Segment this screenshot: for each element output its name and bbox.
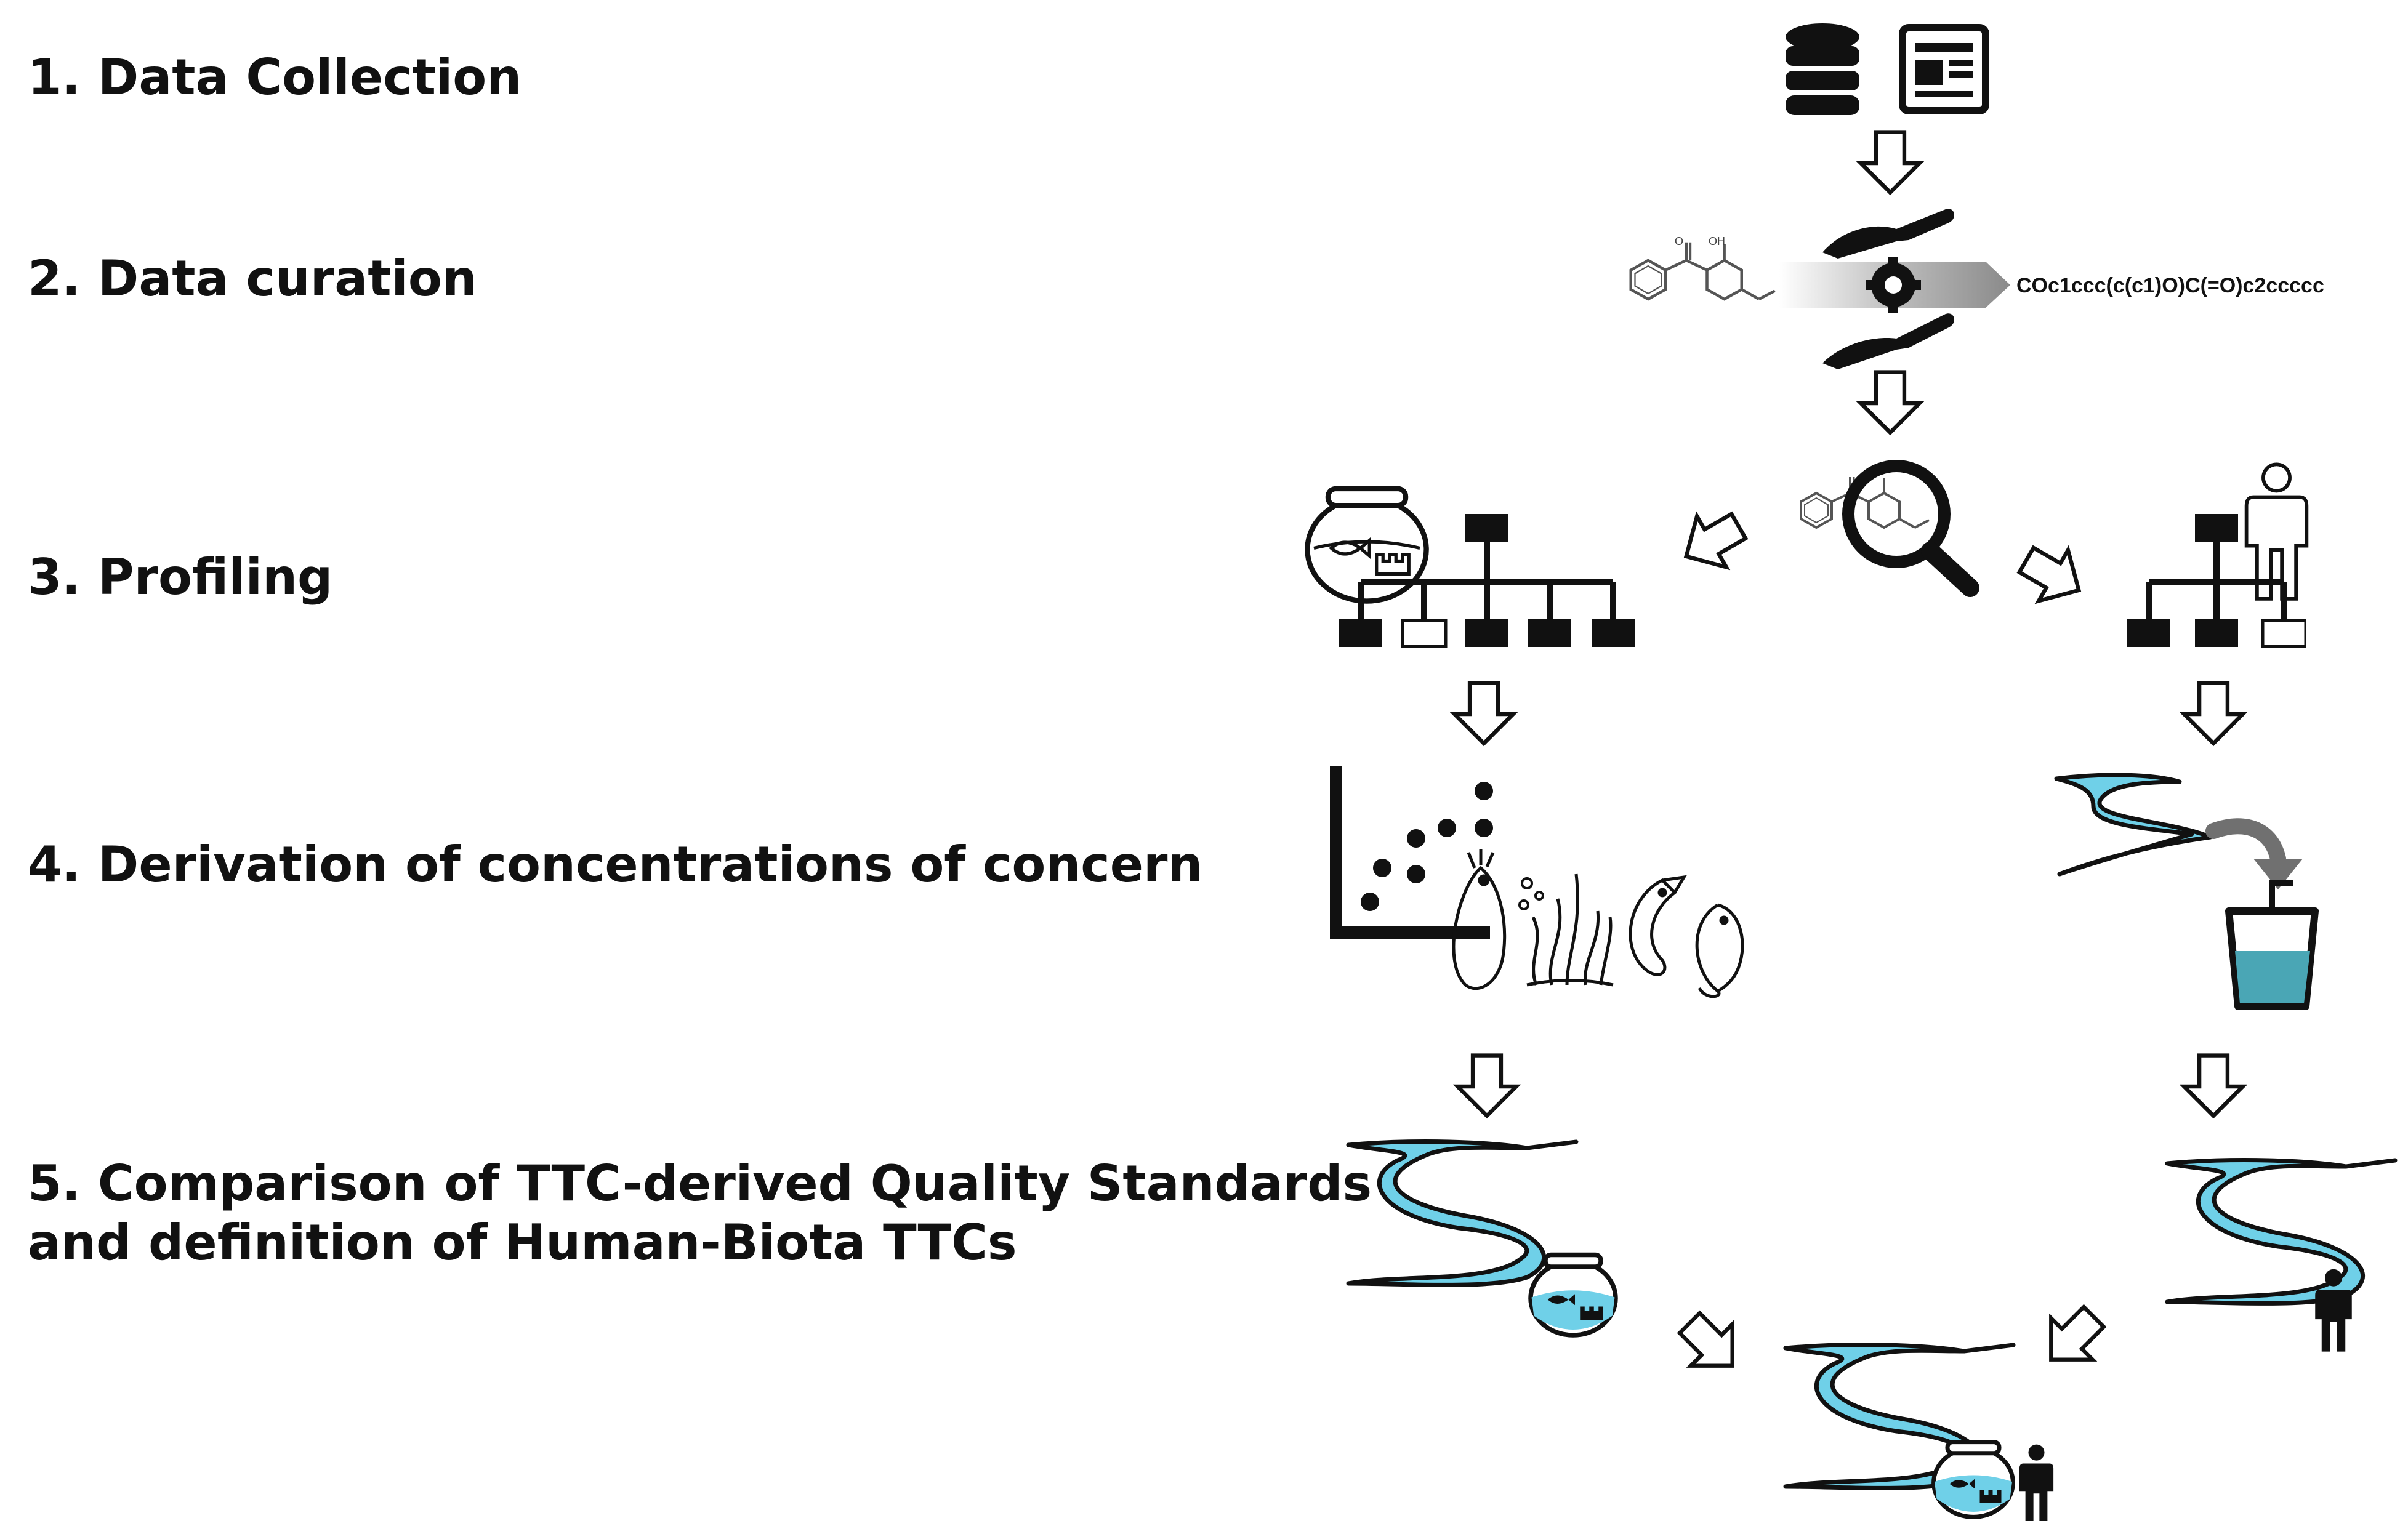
- smiles-string: COc1ccc(c(c1)O)C(=O)c2ccccc: [2016, 274, 2324, 297]
- fishbowl-combined-icon: [1934, 1442, 2013, 1517]
- step-2-label: 2. Data curation: [28, 250, 477, 307]
- hands-gear-icon: [1822, 209, 1955, 369]
- arrow-down-human-1: [2184, 683, 2242, 744]
- daphnia-icon: [1452, 849, 1507, 990]
- input-molecule-icon: OH O: [1631, 235, 1775, 299]
- scatter-plot-icon: [1330, 766, 1493, 939]
- step-1-label: 1. Data Collection: [28, 49, 522, 106]
- arrow-down-biota-2: [1457, 1056, 1516, 1116]
- fishbowl-filled-icon: [1531, 1255, 1616, 1336]
- algae-icon: [1526, 873, 1614, 987]
- person-combined-icon: [2019, 1444, 2054, 1521]
- arrow-down-biota-1: [1454, 683, 1513, 744]
- arrow-down-2: [1861, 372, 1919, 433]
- step-5-label-line2: and definition of Human-Biota TTCs: [28, 1214, 1017, 1271]
- arrow-human-to-combined: [2031, 1296, 2115, 1381]
- fish-icon: [1629, 875, 1744, 998]
- arrow-down-human-2: [2184, 1056, 2242, 1116]
- bubbles-icon: [1518, 877, 1544, 910]
- river-spill-icon: [2054, 773, 2303, 889]
- river-biota-icon: [1348, 1142, 1576, 1285]
- arrow-biota-to-combined: [1669, 1303, 1754, 1387]
- svg-text:O: O: [1675, 235, 1683, 247]
- arrow-down-1: [1861, 132, 1919, 193]
- document-icon: [1899, 24, 1989, 114]
- magnifier-icon: [1801, 460, 1979, 597]
- drink-glass-icon: [2225, 880, 2319, 1010]
- arrow-to-human: [2012, 535, 2094, 616]
- step-3-label: 3. Profiling: [28, 548, 333, 606]
- step-5-label: 5. Comparison of TTC-derived Quality Sta…: [28, 1155, 1372, 1212]
- river-human-icon: [2167, 1160, 2395, 1304]
- svg-text:OH: OH: [1709, 235, 1725, 247]
- arrow-to-biota: [1672, 501, 1754, 582]
- database-icon: [1786, 23, 1859, 115]
- step-4-label: 4. Derivation of concentrations of conce…: [28, 836, 1203, 893]
